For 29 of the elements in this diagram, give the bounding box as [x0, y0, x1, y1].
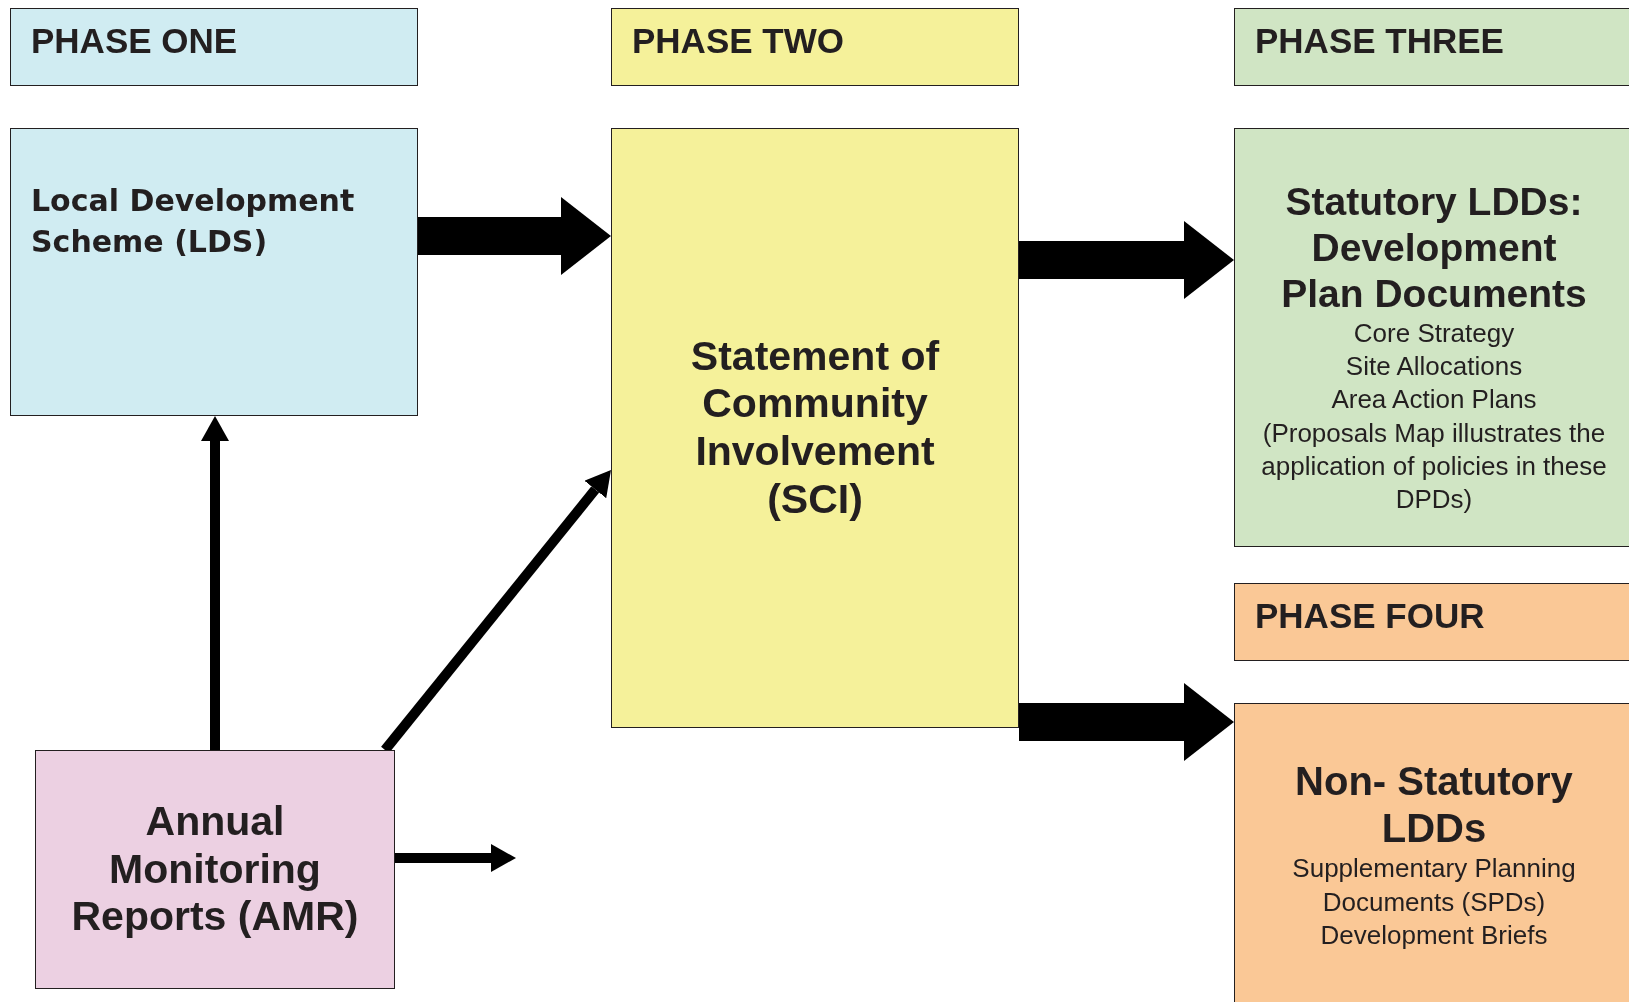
- box-title: Local Development Scheme (LDS): [31, 182, 356, 261]
- phase-title: PHASE FOUR: [1255, 596, 1485, 636]
- box-description: Core Strategy: [1353, 316, 1515, 350]
- box-title: Statement of Community Involvement (SCI): [689, 332, 941, 524]
- box-title: Statutory LDDs: Development Plan Documents: [1280, 178, 1588, 317]
- box-description: Site Allocations: [1345, 350, 1523, 383]
- box-description: Supplementary Planning Documents (SPDs): [1291, 852, 1577, 919]
- phase-header: [10, 8, 418, 86]
- process-box: [1234, 128, 1629, 547]
- arrow: [1019, 221, 1234, 299]
- phase-title: PHASE ONE: [31, 21, 238, 61]
- phase-header: [1234, 8, 1629, 86]
- process-box: [611, 128, 1019, 728]
- process-box: [35, 750, 395, 989]
- phase-title: PHASE TWO: [632, 21, 844, 61]
- box-description: (Proposals Map illustrates the application of policies in these DPDs): [1260, 416, 1608, 517]
- process-box: [10, 128, 418, 416]
- box-title: Annual Monitoring Reports (AMR): [70, 798, 360, 941]
- box-description: Development Briefs: [1320, 918, 1548, 952]
- box-title: Non- Statutory LDDs: [1294, 758, 1574, 853]
- phase-title: PHASE THREE: [1255, 21, 1504, 61]
- arrow: [1019, 683, 1234, 761]
- process-box: [1234, 703, 1629, 1002]
- arrow: [395, 844, 516, 872]
- box-description: Area Action Plans: [1331, 383, 1537, 417]
- phase-header: [1234, 583, 1629, 661]
- phase-header: [611, 8, 1019, 86]
- arrow: [201, 416, 229, 750]
- arrow: [418, 197, 611, 275]
